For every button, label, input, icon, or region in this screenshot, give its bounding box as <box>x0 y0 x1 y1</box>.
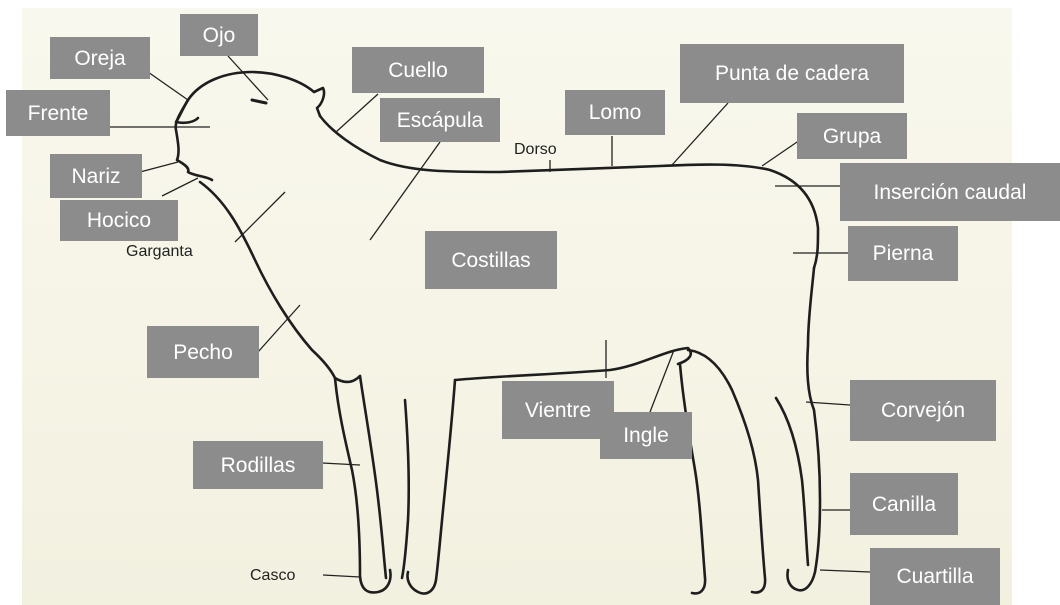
label-costillas: Costillas <box>425 231 557 289</box>
label-punta-de-cadera: Punta de cadera <box>680 44 904 103</box>
pointer-cuello <box>336 94 378 132</box>
sheep-rear-leg-inner <box>688 350 765 592</box>
pointer-garganta <box>235 192 285 242</box>
sheep-second-foreleg-front <box>402 400 409 578</box>
sheep-inner-foreleg <box>680 364 705 593</box>
sheep-rear-thigh-front <box>787 268 820 590</box>
pointer-oreja <box>148 72 188 100</box>
pointer-grupa <box>762 140 800 166</box>
sheep-elbow <box>335 376 360 382</box>
label-pecho: Pecho <box>147 326 259 378</box>
sheep-eye-stroke <box>252 100 266 103</box>
label-frente: Frente <box>6 90 110 136</box>
label-pierna: Pierna <box>848 226 958 281</box>
pointer-ingle <box>650 350 674 412</box>
label-ingle: Ingle <box>600 412 692 459</box>
pointer-hocico <box>162 178 198 196</box>
sheep-belly-outline <box>455 348 691 380</box>
label-nariz: Nariz <box>50 154 142 198</box>
label-corvejon: Corvejón <box>850 380 996 441</box>
label-ojo: Ojo <box>180 14 258 56</box>
sheep-second-foreleg <box>407 380 455 594</box>
sheep-head-outline <box>188 72 324 116</box>
label-grupa: Grupa <box>797 113 907 159</box>
pointer-rodillas <box>322 463 360 465</box>
label-vientre: Vientre <box>502 381 614 439</box>
pointer-nariz <box>140 162 178 172</box>
sheep-ear <box>176 100 198 123</box>
pointer-punta-de-cadera <box>672 103 728 165</box>
pointer-escapula <box>370 142 440 240</box>
label-lomo: Lomo <box>565 90 665 135</box>
label-canilla: Canilla <box>850 473 958 535</box>
sheep-foreleg-front <box>335 378 391 592</box>
label-casco: Casco <box>250 568 295 584</box>
sheep-hock-line <box>776 398 808 565</box>
label-oreja: Oreja <box>50 37 150 79</box>
label-cuartilla: Cuartilla <box>870 548 1000 605</box>
label-insercion-caudal: Inserción caudal <box>840 163 1060 221</box>
label-garganta: Garganta <box>126 244 193 260</box>
pointer-ojo <box>228 56 268 100</box>
label-hocico: Hocico <box>60 200 178 241</box>
pointer-casco <box>323 575 360 577</box>
label-escapula: Escápula <box>380 98 500 142</box>
label-rodillas: Rodillas <box>193 441 323 489</box>
sheep-foreleg-back <box>360 376 386 578</box>
label-cuello: Cuello <box>352 47 484 93</box>
pointer-cuartilla <box>820 570 870 572</box>
label-dorso: Dorso <box>514 142 557 158</box>
